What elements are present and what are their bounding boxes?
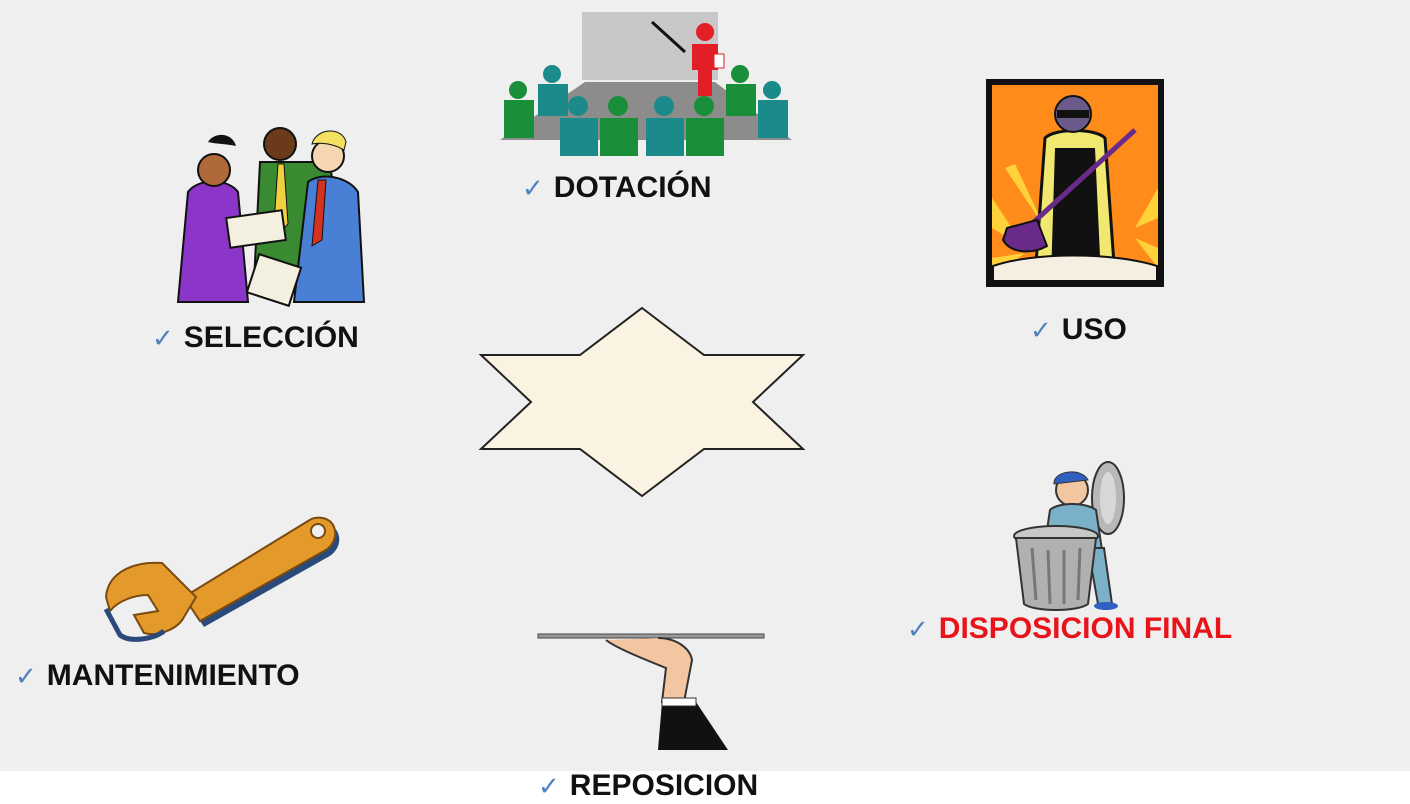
step-reposicion: ✓REPOSICION — [538, 769, 759, 802]
check-icon: ✓ — [1030, 315, 1052, 345]
check-icon: ✓ — [522, 173, 544, 203]
step-dotacion: ✓DOTACIÓN — [522, 171, 712, 204]
check-icon: ✓ — [907, 614, 929, 644]
hand-with-tray-icon — [537, 633, 765, 750]
step-seleccion: ✓SELECCIÓN — [152, 321, 359, 354]
business-people-icon — [176, 127, 366, 308]
step-disposicion-final: ✓DISPOSICION FINAL — [907, 612, 1233, 645]
check-icon: ✓ — [15, 661, 37, 691]
check-icon: ✓ — [152, 323, 174, 353]
presentation-audience-icon — [500, 12, 792, 156]
check-icon: ✓ — [538, 771, 560, 801]
six-point-star-icon — [478, 306, 806, 498]
worker-with-tool-icon — [986, 79, 1164, 287]
trash-can-person-icon — [1013, 461, 1125, 611]
step-uso: ✓USO — [1030, 313, 1127, 346]
wrench-icon — [103, 516, 340, 642]
step-mantenimiento: ✓MANTENIMIENTO — [15, 659, 300, 692]
